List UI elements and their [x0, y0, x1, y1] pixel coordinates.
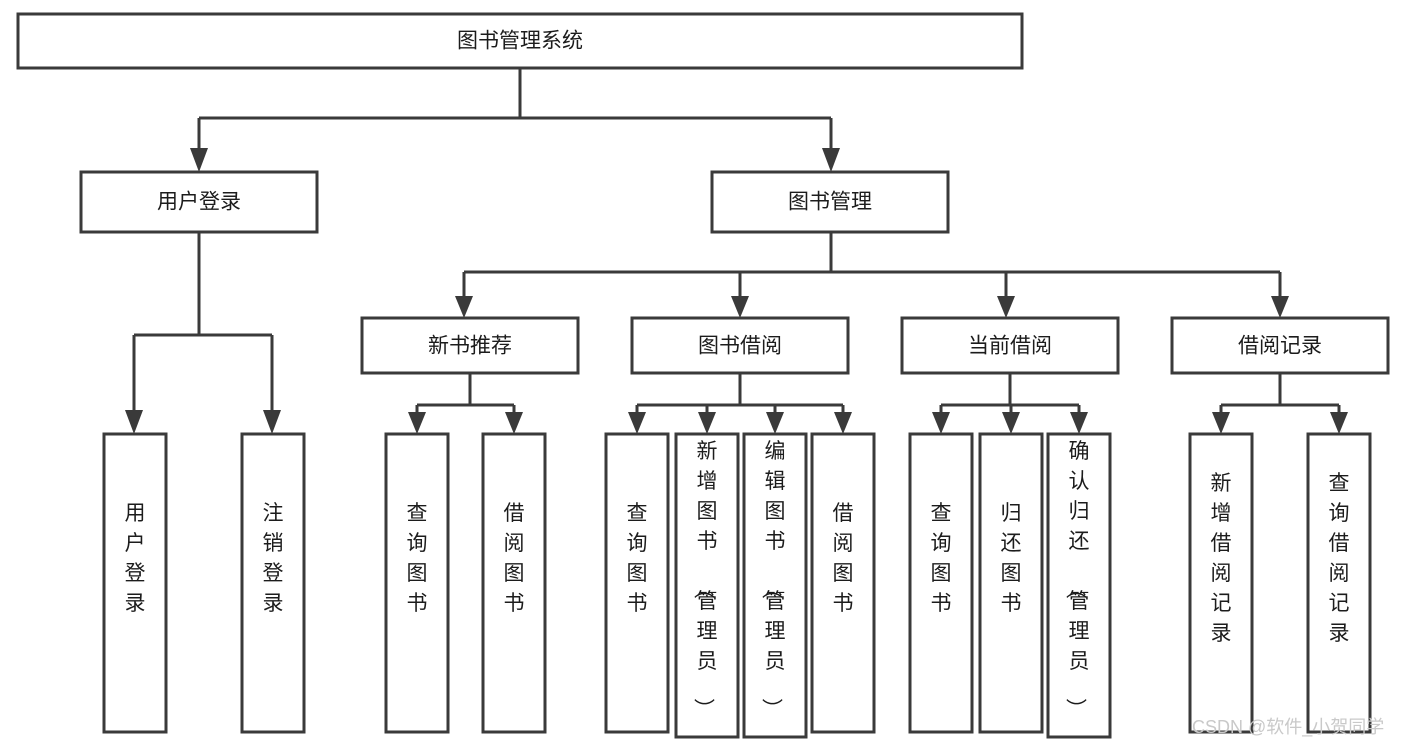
- node-book-borrow-label: 图书借阅: [698, 335, 782, 358]
- arrow-head-leaf-5: [628, 412, 646, 434]
- leaf-label-add-book-admin: 新增图书（管理员）: [692, 440, 718, 719]
- node-book-borrow[interactable]: 图书借阅: [630, 316, 850, 375]
- arrow-head-user-login: [190, 148, 208, 172]
- connector-current-borrow-to-leaves: [932, 373, 1088, 434]
- node-new-book-recommend-box[interactable]: [360, 316, 580, 375]
- leaf-label-confirm-return-admin: 确认归还（管理员）: [1064, 440, 1090, 719]
- arrow-head-leaf-7: [766, 412, 784, 434]
- leaf-box-query-book-3[interactable]: [908, 432, 974, 734]
- node-user-login[interactable]: 用户登录: [79, 170, 319, 234]
- arrow-head-leaf-1: [125, 410, 143, 434]
- leaf-label-logout-login: 注销登录: [263, 502, 284, 615]
- connector-new-book-to-leaves: [408, 373, 523, 434]
- leaf-node[interactable]: 借阅图书: [481, 432, 547, 734]
- leaf-label-query-book-1: 查询图书: [407, 502, 428, 615]
- leaf-node[interactable]: 查询图书: [384, 432, 450, 734]
- leaf-node[interactable]: 查询图书: [908, 432, 974, 734]
- arrow-head-leaf-8: [834, 412, 852, 434]
- arrow-head-book-manage: [822, 148, 840, 172]
- leaf-box-logout-login[interactable]: [240, 432, 306, 734]
- arrow-head-leaf-3: [408, 412, 426, 434]
- arrow-head-l3-4: [1271, 296, 1289, 318]
- leaf-label-add-borrow-record: 新增借阅记录: [1211, 472, 1232, 645]
- node-book-borrow-box[interactable]: [630, 316, 850, 375]
- arrow-head-leaf-11: [1070, 412, 1088, 434]
- leaf-label-return-book: 归还图书: [1001, 502, 1022, 615]
- connector-borrow-to-leaves: [628, 373, 852, 434]
- node-new-book-recommend[interactable]: 新书推荐: [360, 316, 580, 375]
- leaf-node[interactable]: 编辑图书（管理员）: [742, 432, 808, 739]
- arrow-head-leaf-4: [505, 412, 523, 434]
- node-root-label: 图书管理系统: [457, 30, 583, 53]
- node-book-manage[interactable]: 图书管理: [710, 170, 950, 234]
- node-root-box[interactable]: [16, 12, 1024, 70]
- leaf-box-query-book-1[interactable]: [384, 432, 450, 734]
- leaf-label-borrow-book-1: 借阅图书: [504, 502, 525, 615]
- leaf-node[interactable]: 确认归还（管理员）: [1046, 432, 1112, 739]
- leaf-box-edit-book-admin[interactable]: [742, 432, 808, 739]
- node-book-manage-box[interactable]: [710, 170, 950, 234]
- node-new-book-recommend-label: 新书推荐: [428, 335, 512, 358]
- node-current-borrow-label: 当前借阅: [968, 335, 1052, 358]
- node-borrow-record-label: 借阅记录: [1238, 335, 1322, 358]
- leaf-label-query-book-2: 查询图书: [627, 502, 648, 615]
- leaf-node[interactable]: 借阅图书: [810, 432, 876, 734]
- leaf-box-borrow-book-2[interactable]: [810, 432, 876, 734]
- arrow-head-leaf-10: [1002, 412, 1020, 434]
- leaf-label-edit-book-admin: 编辑图书（管理员）: [760, 440, 786, 719]
- node-root[interactable]: 图书管理系统: [16, 12, 1024, 70]
- leaf-node[interactable]: 归还图书: [978, 432, 1044, 734]
- node-user-login-label: 用户登录: [157, 191, 241, 214]
- arrow-head-leaf-12: [1212, 412, 1230, 434]
- leaf-label-query-book-3: 查询图书: [931, 502, 952, 615]
- leaf-box-add-book-admin[interactable]: [674, 432, 740, 739]
- arrow-head-l3-1: [455, 296, 473, 318]
- leaf-box-add-borrow-record[interactable]: [1188, 432, 1254, 734]
- arrow-head-leaf-6: [698, 412, 716, 434]
- leaf-node[interactable]: 新增图书（管理员）: [674, 432, 740, 739]
- node-current-borrow[interactable]: 当前借阅: [900, 316, 1120, 375]
- connector-book-manage-to-level3: [455, 232, 1289, 318]
- connector-borrow-record-to-leaves: [1212, 373, 1348, 434]
- arrow-head-leaf-13: [1330, 412, 1348, 434]
- leaf-box-query-borrow-record[interactable]: [1306, 432, 1372, 734]
- leaf-label-query-borrow-record: 查询借阅记录: [1329, 472, 1350, 645]
- leaf-node[interactable]: 注销登录: [240, 432, 306, 734]
- connector-user-login-to-leaves: [125, 232, 281, 434]
- arrow-head-l3-3: [997, 296, 1015, 318]
- arrow-head-leaf-9: [932, 412, 950, 434]
- arrow-head-leaf-2: [263, 410, 281, 434]
- leaf-box-return-book[interactable]: [978, 432, 1044, 734]
- connector-root-to-level2: [190, 68, 840, 172]
- node-book-manage-label: 图书管理: [788, 191, 872, 214]
- node-user-login-box[interactable]: [79, 170, 319, 234]
- leaf-node[interactable]: 查询图书: [604, 432, 670, 734]
- leaf-box-confirm-return-admin[interactable]: [1046, 432, 1112, 739]
- leaf-node[interactable]: 查询借阅记录: [1306, 432, 1372, 734]
- leaf-node[interactable]: 新增借阅记录: [1188, 432, 1254, 734]
- leaf-label-borrow-book-2: 借阅图书: [833, 502, 854, 615]
- csdn-watermark: CSDN @软件_小贺同学: [1192, 717, 1384, 738]
- node-borrow-record-box[interactable]: [1170, 316, 1390, 375]
- leaf-box-query-book-2[interactable]: [604, 432, 670, 734]
- leaf-box-user-login[interactable]: [102, 432, 168, 734]
- node-current-borrow-box[interactable]: [900, 316, 1120, 375]
- leaf-label-user-login: 用户登录: [125, 502, 146, 615]
- arrow-head-l3-2: [731, 296, 749, 318]
- node-borrow-record[interactable]: 借阅记录: [1170, 316, 1390, 375]
- leaf-node[interactable]: 用户登录: [102, 432, 168, 734]
- leaf-box-borrow-book-1[interactable]: [481, 432, 547, 734]
